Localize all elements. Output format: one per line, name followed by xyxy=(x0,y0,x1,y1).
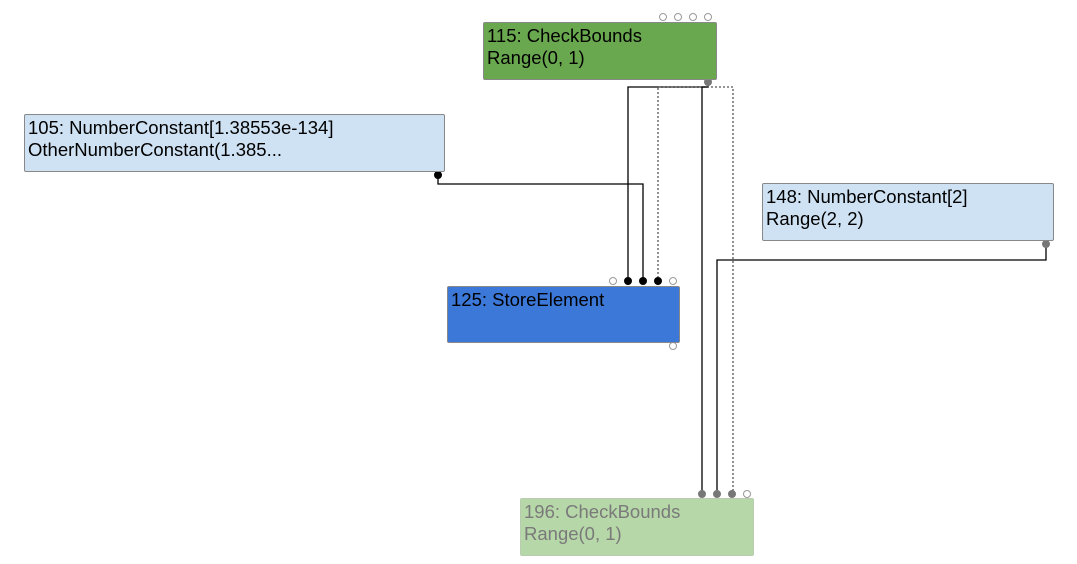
node-196-input-port[interactable] xyxy=(713,490,721,498)
node-196-input-port[interactable] xyxy=(743,490,751,498)
node-115-input-port[interactable] xyxy=(659,13,667,21)
node-196-input-port[interactable] xyxy=(698,490,706,498)
node-148-output-port[interactable] xyxy=(1042,240,1050,248)
node-sublabel: Range(2, 2) xyxy=(766,208,864,229)
node-label: 115: CheckBounds xyxy=(487,25,642,46)
node-115-input-port[interactable] xyxy=(674,13,682,21)
node-196-input-port[interactable] xyxy=(728,490,736,498)
edge-148-to-196 xyxy=(716,244,1047,493)
node-label: 125: StoreElement xyxy=(451,289,605,310)
node-label: 196: CheckBounds xyxy=(524,501,681,522)
node-125-storeelement[interactable]: 125: StoreElement xyxy=(447,286,680,343)
edge-115-to-196 xyxy=(701,82,709,493)
node-sublabel: Range(0, 1) xyxy=(487,47,585,68)
edge-105-to-125 xyxy=(437,175,644,281)
node-125-input-port[interactable] xyxy=(639,277,647,285)
node-125-input-port[interactable] xyxy=(624,277,632,285)
node-196-checkbounds[interactable]: 196: CheckBounds Range(0, 1) xyxy=(520,498,754,556)
node-105-numberconstant[interactable]: 105: NumberConstant[1.38553e-134] OtherN… xyxy=(24,114,445,172)
node-115-checkbounds[interactable]: 115: CheckBounds Range(0, 1) xyxy=(483,22,717,80)
node-115-input-port[interactable] xyxy=(704,13,712,21)
node-sublabel: Range(0, 1) xyxy=(524,523,622,544)
node-148-numberconstant[interactable]: 148: NumberConstant[2] Range(2, 2) xyxy=(762,183,1054,241)
edge-115-to-125-effect xyxy=(657,82,709,281)
edge-115-to-196-effect xyxy=(707,82,734,493)
node-115-input-port[interactable] xyxy=(689,13,697,21)
node-125-input-port[interactable] xyxy=(669,277,677,285)
node-label: 148: NumberConstant[2] xyxy=(766,186,968,207)
node-125-input-port[interactable] xyxy=(654,277,662,285)
node-sublabel: OtherNumberConstant(1.385... xyxy=(28,139,282,160)
node-125-output-port[interactable] xyxy=(669,342,677,350)
node-105-output-port[interactable] xyxy=(434,171,442,179)
node-125-input-port[interactable] xyxy=(609,277,617,285)
node-label: 105: NumberConstant[1.38553e-134] xyxy=(28,117,334,138)
edge-115-to-125 xyxy=(627,82,709,281)
